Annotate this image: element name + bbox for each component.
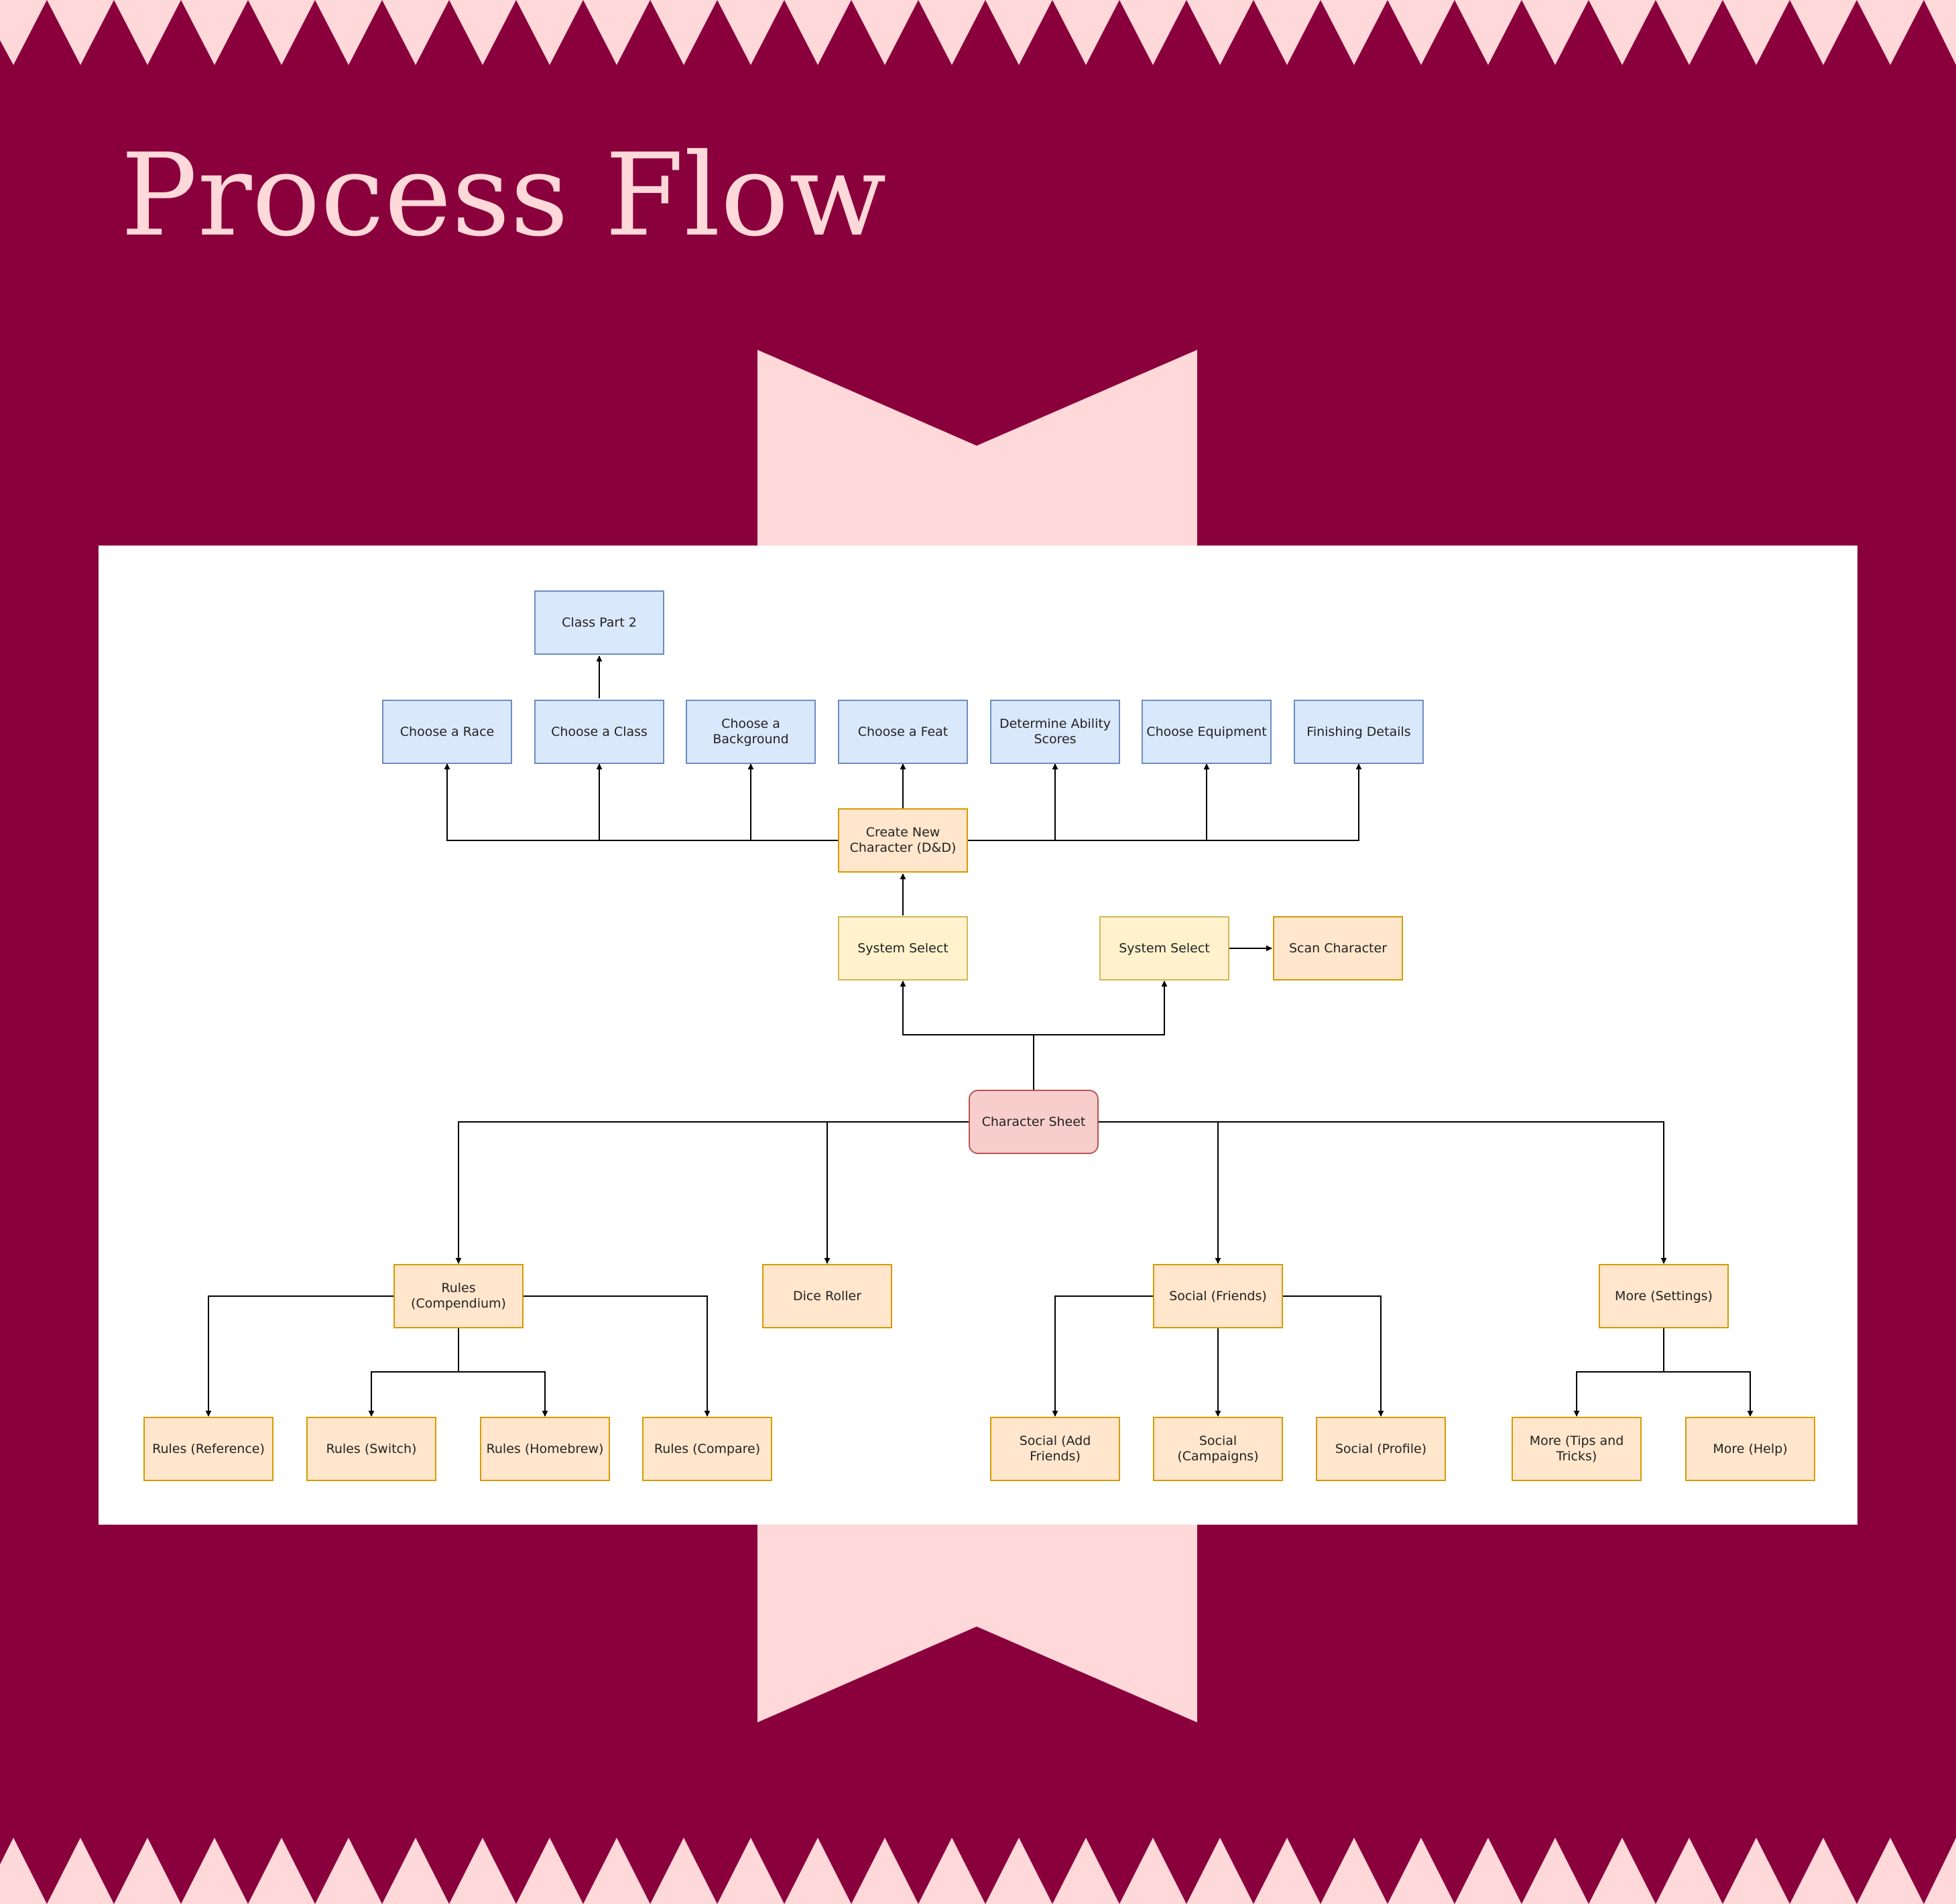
- flow-connectors: [205, 655, 1754, 1417]
- node-more-help: More (Help): [1685, 1417, 1815, 1481]
- node-rules-homebrew: Rules (Homebrew): [480, 1417, 610, 1481]
- node-rules-switch: Rules (Switch): [306, 1417, 436, 1481]
- node-choose-race: Choose a Race: [382, 700, 512, 764]
- edge-sheet-to-system-select-1: [900, 980, 1034, 1090]
- bottom-zigzag-border: [0, 1838, 1956, 1904]
- edge-sheet-to-more-settings: [1099, 1121, 1667, 1264]
- edge-compendium-to-homebrew: [459, 1371, 548, 1417]
- edge-friends-to-add-friends: [1052, 1295, 1153, 1417]
- node-rules-compendium: Rules (Compendium): [393, 1264, 524, 1328]
- node-choose-class: Choose a Class: [534, 700, 664, 764]
- edge-create-to-finishing: [968, 763, 1362, 841]
- node-social-add-friends: Social (Add Friends): [990, 1417, 1120, 1481]
- bottom-ribbon-shape: [757, 1521, 1197, 1722]
- node-social-profile: Social (Profile): [1316, 1417, 1446, 1481]
- edge-sheet-to-rules-compendium: [455, 1121, 969, 1264]
- node-system-select-1: System Select: [838, 916, 968, 980]
- edge-sheet-to-system-select-2: [1034, 980, 1168, 1035]
- node-more-tips: More (Tips and Tricks): [1512, 1417, 1642, 1481]
- node-system-select-2: System Select: [1099, 916, 1229, 980]
- node-choose-feat: Choose a Feat: [838, 700, 968, 764]
- node-rules-compare: Rules (Compare): [642, 1417, 772, 1481]
- edge-settings-to-tips: [1573, 1328, 1664, 1417]
- node-choose-equipment: Choose Equipment: [1142, 700, 1272, 764]
- node-rules-reference: Rules (Reference): [143, 1417, 273, 1481]
- node-class-part-2: Class Part 2: [534, 590, 664, 655]
- edge-friends-to-profile: [1283, 1295, 1384, 1417]
- node-social-campaigns: Social (Campaigns): [1153, 1417, 1283, 1481]
- edge-settings-to-help: [1664, 1371, 1754, 1417]
- node-more-settings: More (Settings): [1599, 1264, 1729, 1328]
- node-social-friends: Social (Friends): [1153, 1264, 1283, 1328]
- edge-create-to-race: [444, 763, 838, 841]
- node-character-sheet: Character Sheet: [969, 1090, 1099, 1154]
- page-title: Process Flow: [121, 129, 887, 262]
- edge-compendium-to-compare: [524, 1295, 711, 1417]
- top-ribbon-shape: [757, 350, 1197, 550]
- edge-compendium-to-reference: [205, 1295, 393, 1417]
- flow-diagram-panel: Class Part 2 Choose a Race Choose a Clas…: [99, 546, 1857, 1525]
- node-finishing-details: Finishing Details: [1294, 700, 1424, 764]
- node-scan-character: Scan Character: [1273, 916, 1403, 980]
- node-choose-background: Choose a Background: [686, 700, 816, 764]
- node-create-new-character: Create New Character (D&D): [838, 808, 968, 873]
- edge-compendium-to-switch: [368, 1328, 459, 1417]
- node-determine-ability-scores: Determine Ability Scores: [990, 700, 1120, 764]
- top-zigzag-border: [0, 0, 1956, 65]
- node-dice-roller: Dice Roller: [762, 1264, 892, 1328]
